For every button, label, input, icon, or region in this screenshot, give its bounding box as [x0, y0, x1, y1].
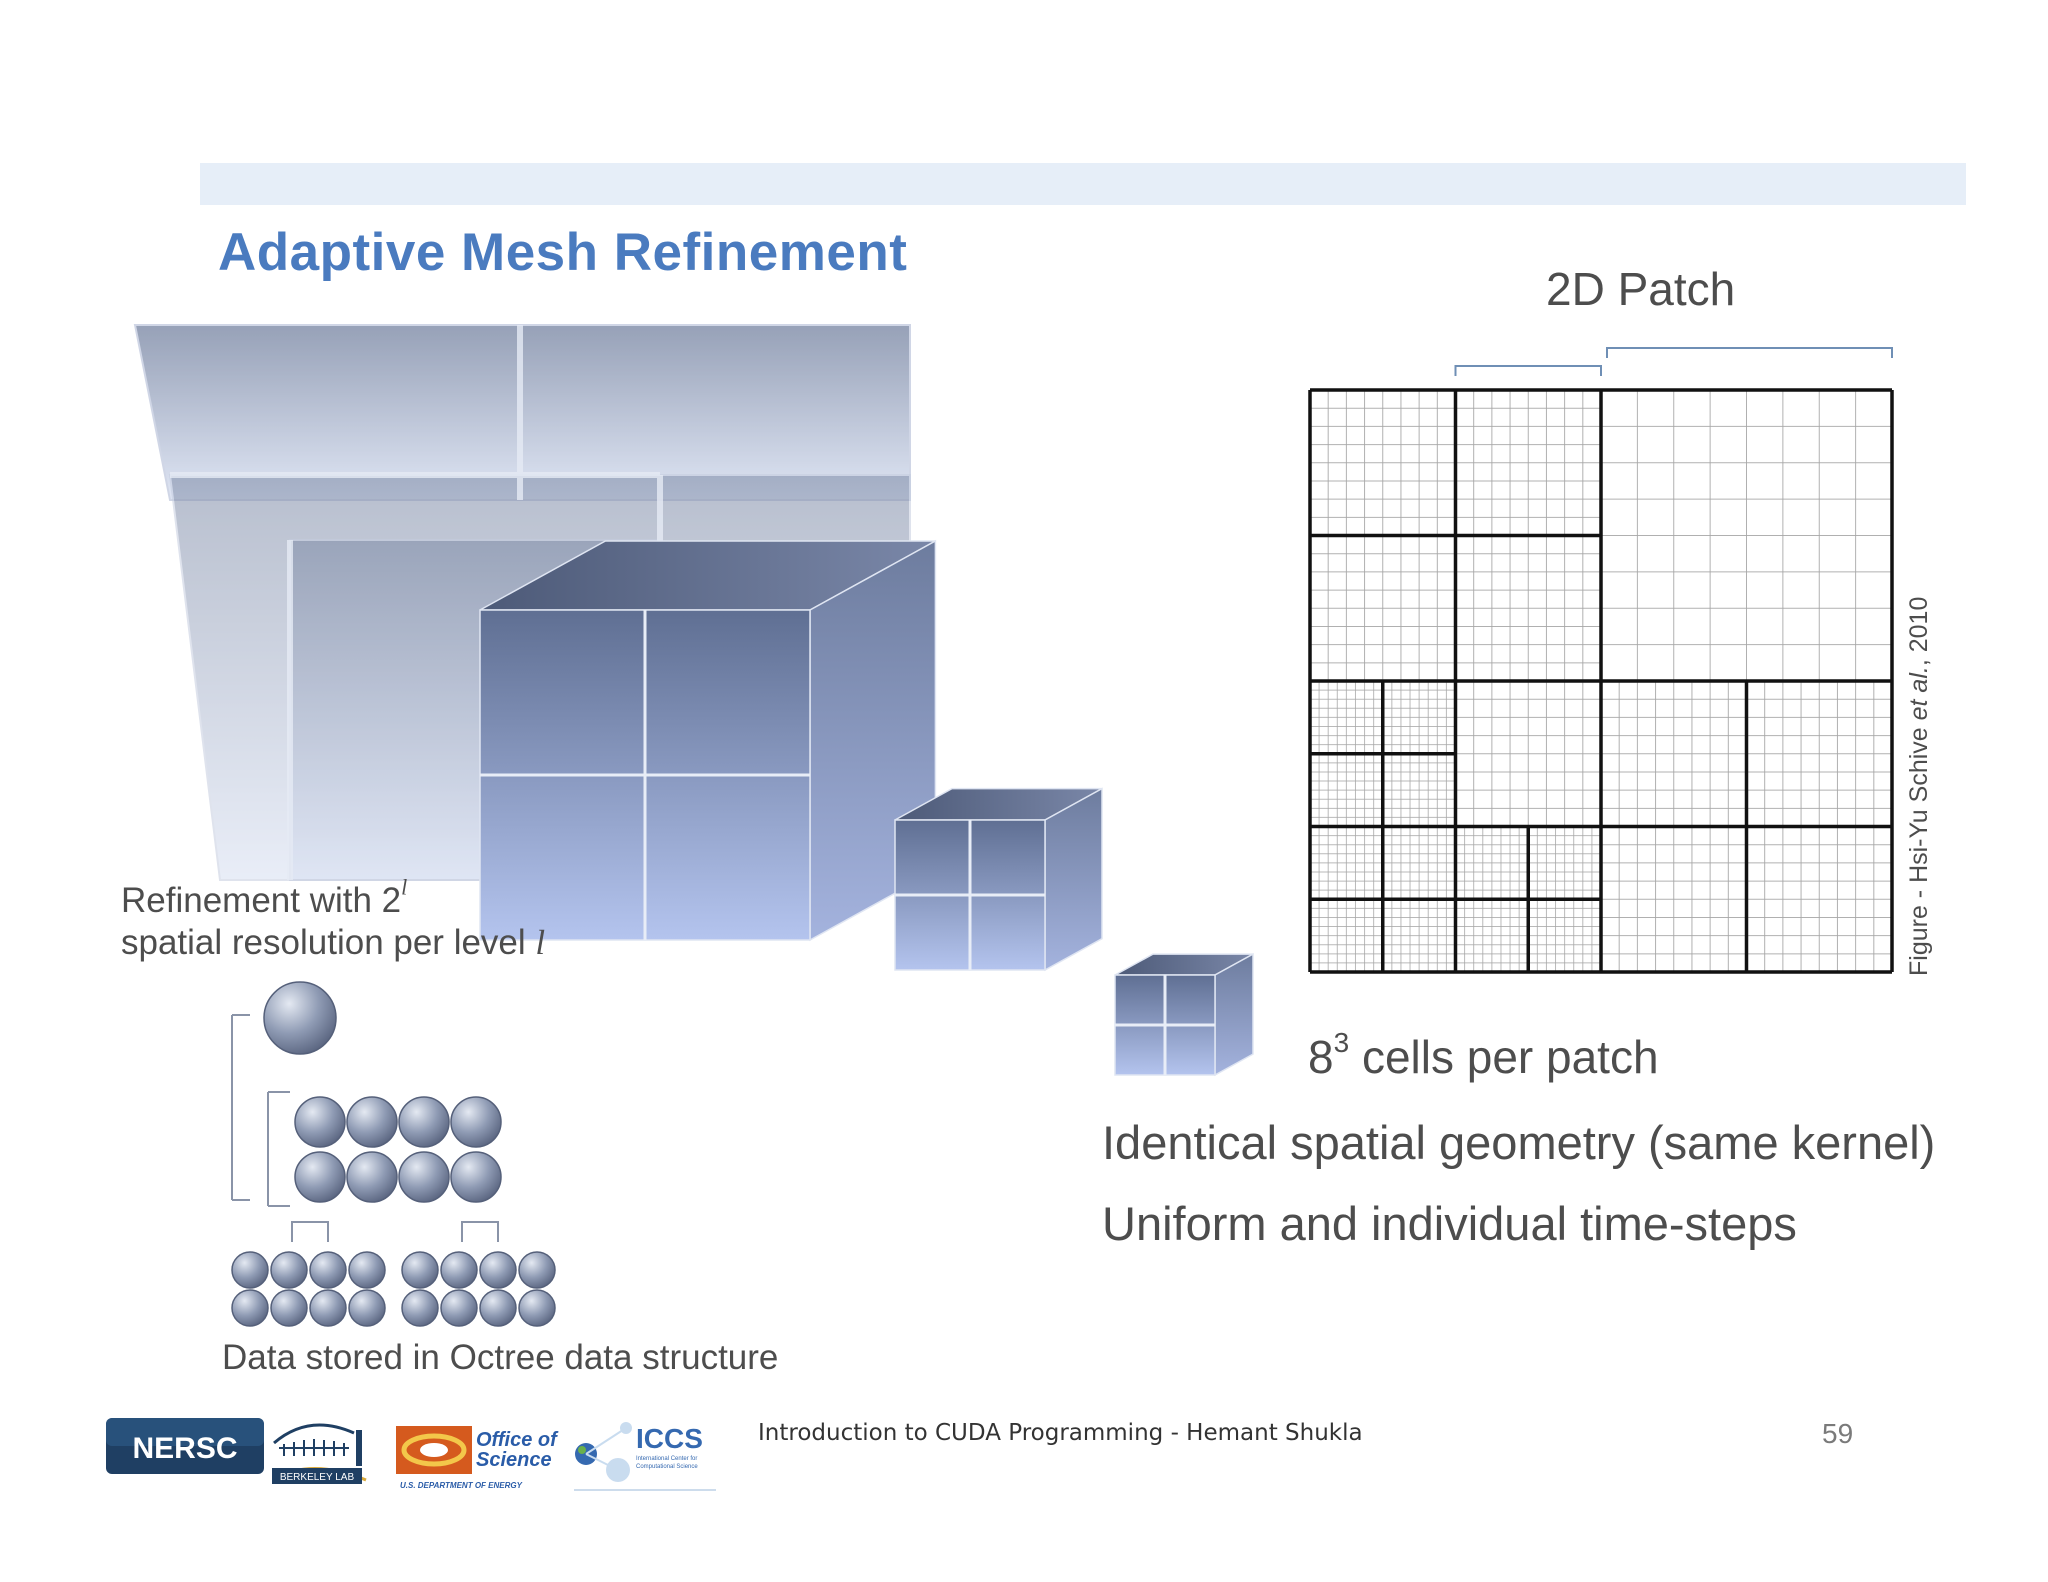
large-cube-edges [170, 325, 663, 880]
bracket-fine [1454, 365, 1602, 376]
octree-node [440, 1289, 478, 1327]
berkeley-lab-logo: BERKELEY LAB [272, 1423, 367, 1484]
octree-node [401, 1251, 439, 1289]
cells-exponent: 3 [1333, 1027, 1350, 1058]
footer-text: Introduction to CUDA Programming - Heman… [758, 1420, 1363, 1446]
iccs-sub-2: Computational Science [636, 1464, 698, 1470]
refinement-label-line1: Refinement with 2l [121, 876, 407, 922]
figure-credit: Figure - Hsi-Yu Schive et al., 2010 [1905, 597, 1934, 976]
octree-node [450, 1096, 502, 1148]
bullet-geometry: Identical spatial geometry (same kernel) [1102, 1116, 1936, 1169]
patch-grid [1308, 347, 1894, 974]
credit-italic: et al. [1905, 666, 1933, 721]
octree-node [450, 1151, 502, 1203]
cube-level-3 [1114, 952, 1254, 1077]
slide-title: Adaptive Mesh Refinement [218, 223, 908, 282]
octree-link-root [231, 1014, 250, 1201]
credit-prefix: Figure - Hsi-Yu Schive [1905, 720, 1933, 976]
octree-node [479, 1289, 517, 1327]
cube-level-1 [479, 539, 937, 942]
octree-node [309, 1251, 347, 1289]
credit-suffix: , 2010 [1905, 596, 1933, 667]
octree-caption: Data stored in Octree data structure [222, 1338, 779, 1377]
octree-node [263, 981, 337, 1055]
refinement-label-line2: spatial resolution per level l [121, 922, 545, 964]
refinement-exponent: l [401, 874, 408, 900]
refinement-level-symbol: l [535, 923, 546, 962]
octree-node [348, 1289, 386, 1327]
office-sub: U.S. DEPARTMENT OF ENERGY [400, 1481, 523, 1490]
nersc-logo: NERSC [106, 1418, 264, 1474]
octree-node [270, 1251, 308, 1289]
octree-node [231, 1251, 269, 1289]
octree-node [294, 1151, 346, 1203]
refinement-text: Refinement with 2 [121, 881, 402, 920]
cube-level-2 [894, 787, 1103, 972]
cells-per-patch-label: 83 cells per patch [1308, 1027, 1659, 1084]
iccs-logo: ICCS International Center for Computatio… [574, 1422, 716, 1491]
octree-link-group1 [291, 1221, 329, 1242]
bracket-coarse [1606, 347, 1893, 358]
octree-node [518, 1289, 556, 1327]
octree-node [346, 1096, 398, 1148]
page-number: 59 [1822, 1418, 1854, 1449]
nersc-text: NERSC [132, 1432, 237, 1465]
octree-node [398, 1151, 450, 1203]
octree-node [294, 1096, 346, 1148]
octree-node [309, 1289, 347, 1327]
octree-link-group2 [461, 1221, 499, 1242]
octree-node [231, 1289, 269, 1327]
office-text-2: Science [476, 1449, 552, 1471]
octree-diagram [231, 981, 556, 1327]
footer-logos: NERSC BERKELEY LAB Office of Science U.S… [106, 1418, 716, 1491]
cube-refinement-illustration [133, 324, 1254, 1077]
octree-node [398, 1096, 450, 1148]
cells-rest: cells per patch [1349, 1031, 1659, 1083]
octree-node [518, 1251, 556, 1289]
iccs-text: ICCS [636, 1423, 703, 1454]
cells-base: 8 [1308, 1031, 1334, 1083]
iccs-sub-1: International Center for [636, 1456, 697, 1462]
octree-link-level1 [267, 1091, 290, 1207]
header-band [200, 163, 1966, 205]
refinement-text-2: spatial resolution per level [121, 923, 536, 962]
bullet-timesteps: Uniform and individual time-steps [1102, 1197, 1797, 1250]
office-text-1: Office of [476, 1429, 559, 1451]
octree-node [270, 1289, 308, 1327]
octree-node [479, 1251, 517, 1289]
octree-node [440, 1251, 478, 1289]
octree-node [401, 1289, 439, 1327]
octree-node [348, 1251, 386, 1289]
office-of-science-logo: Office of Science U.S. DEPARTMENT OF ENE… [396, 1426, 559, 1490]
octree-node [346, 1151, 398, 1203]
berkeley-text: BERKELEY LAB [280, 1472, 355, 1483]
patch-title: 2D Patch [1546, 263, 1736, 315]
